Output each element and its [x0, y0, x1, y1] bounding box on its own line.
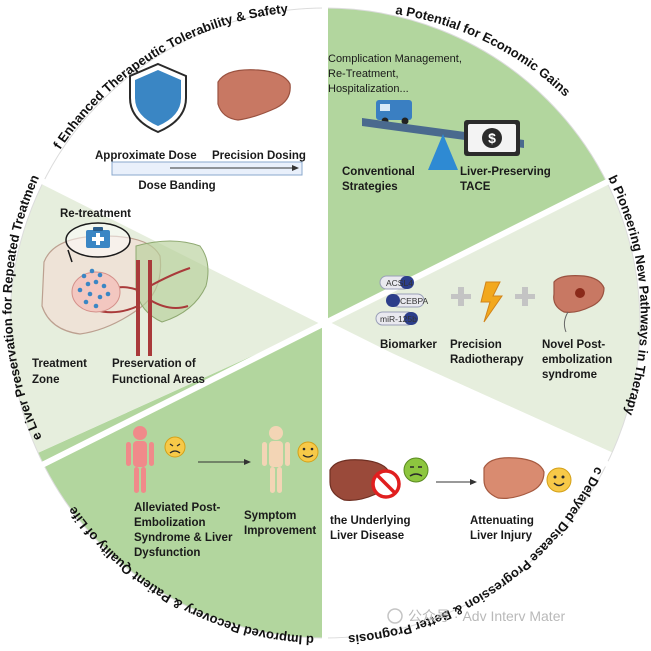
sick-face-icon: [403, 457, 429, 483]
complication-line-3: Hospitalization...: [328, 83, 409, 95]
retreatment-label: Re-treatment: [60, 208, 131, 220]
treatment-zone-label-1: Treatment: [32, 358, 87, 370]
svg-text:ACSL4: ACSL4: [386, 278, 413, 288]
svg-text:CEBPA: CEBPA: [400, 296, 429, 306]
panel-b: ACSL4 CEBPA miR-125b Biomarker Precision…: [375, 275, 612, 381]
radiotherapy-label-1: Precision: [450, 339, 502, 351]
alleviated-label-3: Syndrome & Liver: [134, 532, 233, 544]
conventional-label-2: Strategies: [342, 181, 398, 193]
panel-f: Approximate Dose Precision Dosing Dose B…: [95, 62, 306, 192]
wechat-icon: [387, 608, 403, 624]
plus-icon-1: [451, 287, 471, 306]
happy-face-icon: [297, 441, 319, 463]
ambulance-icon: [376, 100, 412, 125]
dose-banding-label: Dose Banding: [138, 180, 215, 192]
healthy-liver-icon: [483, 457, 545, 499]
complication-line-1: Complication Management,: [328, 53, 462, 65]
dollar-symbol: $: [488, 130, 496, 146]
smile-face-icon: [546, 467, 572, 493]
panel-e: Re-treatment Treatment Zone Preservation…: [32, 208, 209, 386]
sector-dividers: [38, 6, 613, 640]
symptom-label-2: Improvement: [244, 525, 316, 537]
liver-preserving-label-2: TACE: [460, 181, 491, 193]
vessel-trunk-icon: [136, 260, 152, 356]
precision-dosing-label: Precision Dosing: [212, 150, 306, 162]
biomarker-capsule-1: ACSL4: [379, 275, 414, 290]
attenuating-label-1: Attenuating: [470, 515, 534, 527]
watermark-text: 公众号 · Adv Interv Mater: [408, 608, 565, 624]
panel-d: Alleviated Post- Embolization Syndrome &…: [126, 426, 319, 559]
underlying-disease-label-2: Liver Disease: [330, 530, 404, 542]
complication-line-2: Re-Treatment,: [328, 68, 399, 80]
progress-arrow-head-icon: [470, 479, 477, 485]
liver-preserving-label-1: Liver-Preserving: [460, 166, 551, 178]
radiotherapy-label-2: Radiotherapy: [450, 354, 524, 366]
underlying-disease-label-1: the Underlying: [330, 515, 411, 527]
watermark: 公众号 · Adv Interv Mater: [387, 608, 565, 624]
approx-dose-label: Approximate Dose: [95, 150, 197, 162]
dose-arrow-head-icon: [292, 165, 299, 171]
syndrome-label-1: Novel Post-: [542, 339, 605, 351]
symptom-label-1: Symptom: [244, 510, 296, 522]
sad-face-icon: [164, 436, 186, 458]
preservation-label-1: Preservation of: [112, 358, 196, 370]
liver-lesion-icon: [575, 288, 585, 298]
patient-inflamed-icon: [126, 426, 154, 493]
syndrome-label-3: syndrome: [542, 369, 597, 381]
preservation-label-2: Functional Areas: [112, 374, 205, 386]
treatment-zone-label-2: Zone: [32, 374, 59, 386]
cash-icon: $: [464, 120, 520, 156]
panel-a: Complication Management, Re-Treatment, H…: [328, 53, 551, 193]
biomarker-capsule-3: miR-125b: [375, 311, 418, 326]
conventional-label-1: Conventional: [342, 166, 415, 178]
alleviated-label-2: Embolization: [134, 517, 206, 529]
embolic-particles-icon: [77, 268, 111, 309]
prohibited-icon: [371, 469, 401, 499]
alleviated-label-4: Dysfunction: [134, 547, 200, 559]
attenuating-label-2: Liver Injury: [470, 530, 533, 542]
lightning-icon: [480, 281, 503, 323]
medical-kit-icon: [86, 227, 110, 248]
recovery-arrow-head-icon: [244, 459, 251, 465]
balance-fulcrum-icon: [428, 134, 458, 170]
biomarker-label: Biomarker: [380, 339, 437, 351]
retreatment-arrow-icon: [67, 249, 73, 263]
plus-icon-2: [515, 287, 535, 306]
shield-icon: [135, 70, 181, 126]
syndrome-label-2: embolization: [542, 354, 612, 366]
patient-healthy-icon: [262, 426, 290, 493]
liver-icon: [217, 69, 291, 121]
panel-c: the Underlying Liver Disease Attenuating…: [329, 457, 572, 542]
alleviated-label-1: Alleviated Post-: [134, 502, 220, 514]
liver-vessel-line: [563, 311, 569, 333]
svg-text:miR-125b: miR-125b: [380, 314, 417, 324]
biomarker-capsule-2: CEBPA: [386, 293, 429, 308]
